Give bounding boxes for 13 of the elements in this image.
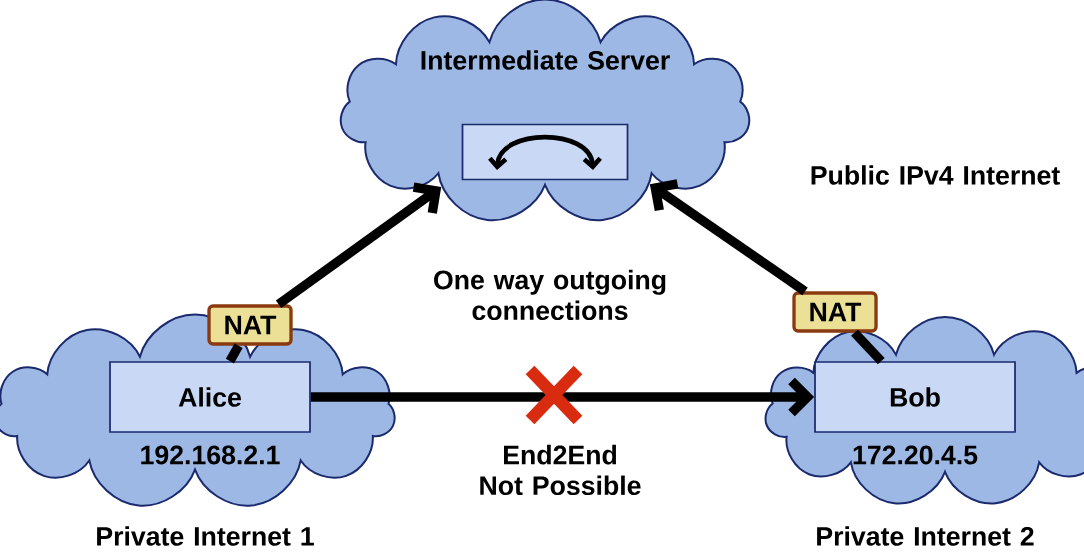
arrow — [275, 182, 442, 309]
edge-label: End2End Not Possible — [480, 444, 641, 496]
text-label: Public IPv4 Internet — [811, 165, 1060, 185]
arrow — [649, 179, 808, 296]
nat-box: NAT — [792, 291, 878, 333]
node-label: Private Internet 1 — [97, 526, 314, 546]
nat-box: NAT — [207, 304, 293, 346]
node-label: Private Internet 2 — [817, 526, 1034, 546]
host-box: Alice — [109, 361, 311, 433]
host-box: Bob — [814, 361, 1016, 433]
text-label: One way outgoing connections — [434, 269, 666, 321]
server-box — [461, 123, 629, 181]
arrow — [310, 377, 815, 417]
